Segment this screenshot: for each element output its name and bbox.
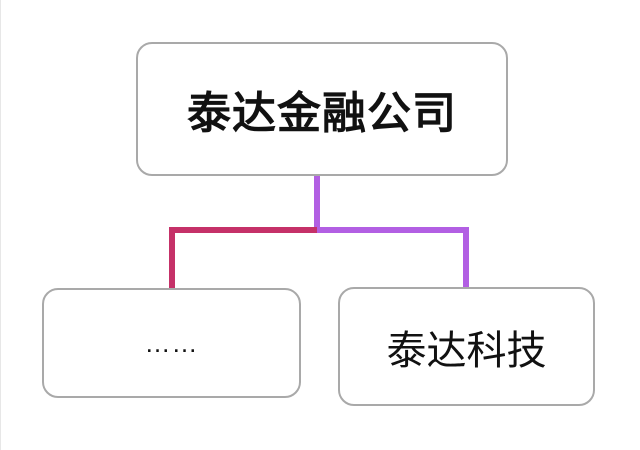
connector-root-stem	[314, 176, 320, 233]
connector-left-horizontal	[169, 227, 320, 233]
node-taida-tech-label: 泰达科技	[386, 328, 547, 373]
connector-right-vertical	[463, 227, 469, 288]
node-child-taida-tech[interactable]: 泰达科技	[338, 287, 595, 406]
connector-left-vertical	[169, 227, 175, 289]
node-root-company[interactable]: 泰达金融公司	[136, 42, 508, 176]
node-child-ellipsis[interactable]: ……	[42, 288, 301, 398]
node-ellipsis-label: ……	[144, 327, 199, 358]
node-root-label: 泰达金融公司	[187, 89, 457, 138]
connector-right-horizontal	[317, 227, 469, 233]
